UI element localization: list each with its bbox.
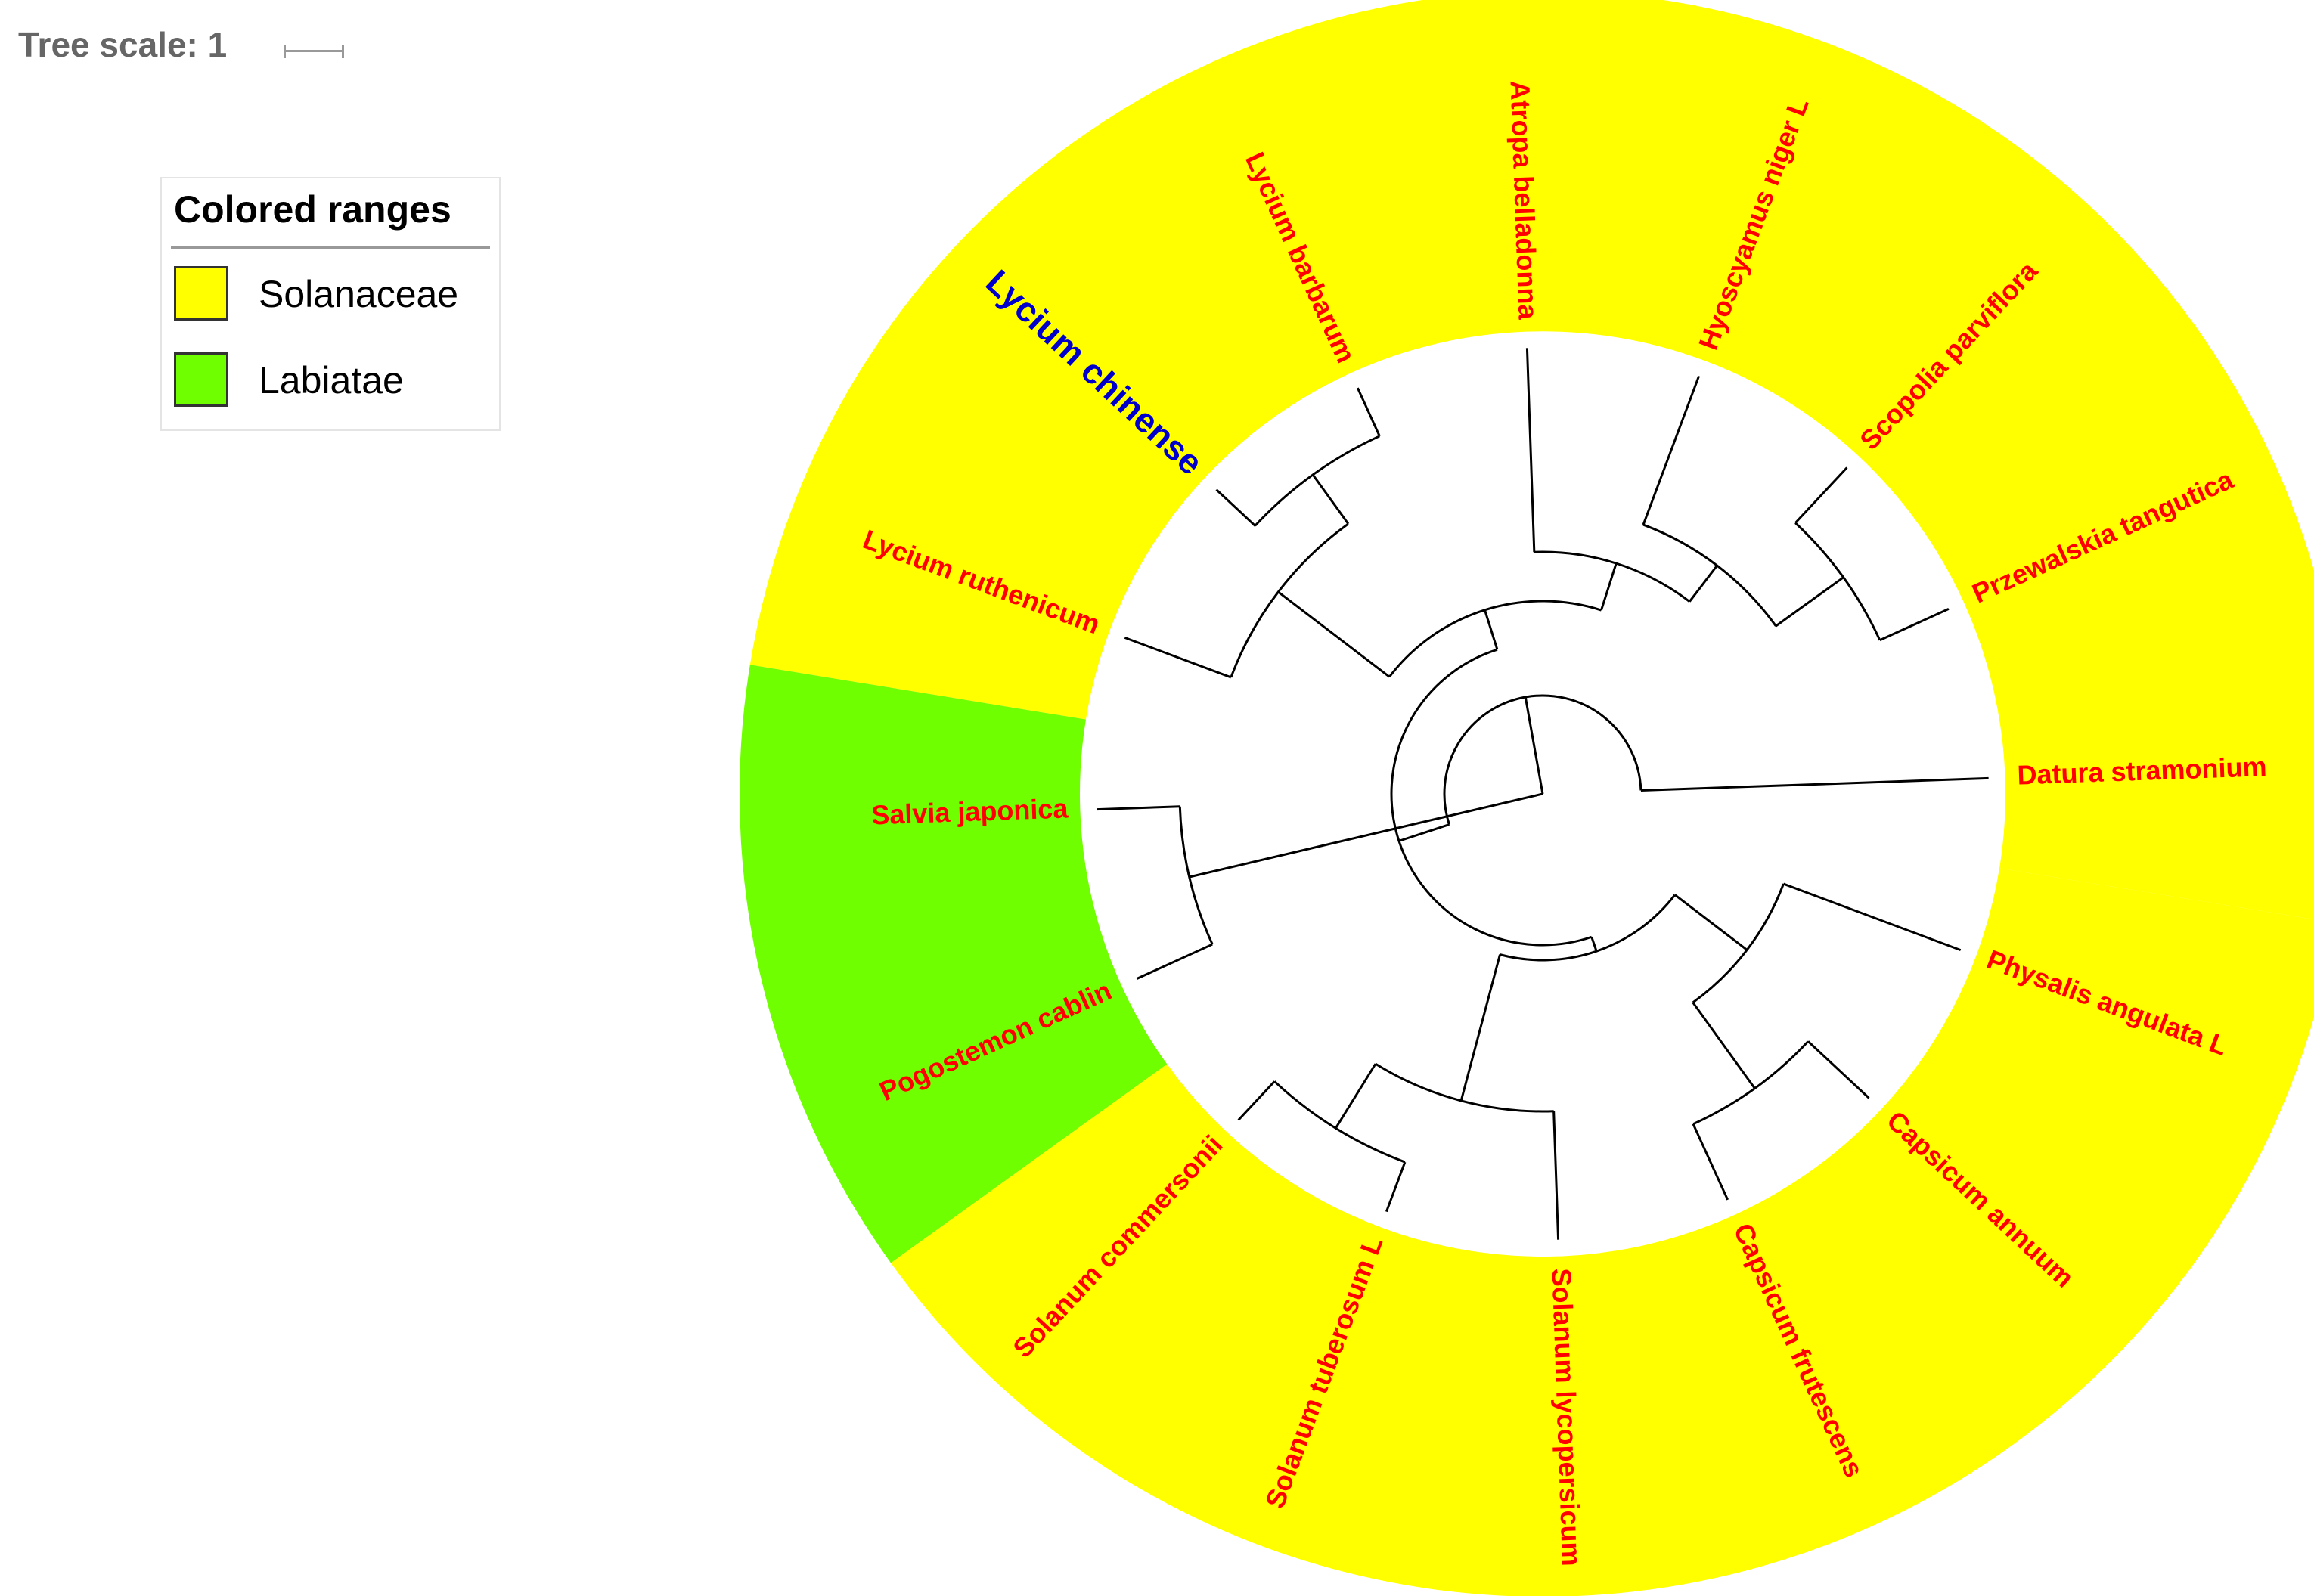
tree-branch: [1273, 1080, 1406, 1164]
tree-branch: [1356, 387, 1381, 437]
tree-branch: [1189, 792, 1543, 879]
legend-label-solanaceae: Solanaceae: [259, 273, 459, 315]
tree-branch: [1775, 576, 1844, 628]
tree-branch: [1692, 1123, 1729, 1201]
legend-swatch-labiatae: [174, 352, 228, 407]
tree-branch: [1375, 1062, 1554, 1113]
tree-branch: [1443, 694, 1642, 826]
tree-branch: [1398, 823, 1450, 842]
tree-branch: [1524, 696, 1544, 795]
tree-branch: [1178, 806, 1214, 945]
tree-branch: [1642, 375, 1701, 525]
tree-branch: [1525, 348, 1536, 553]
tree-branch: [1385, 1161, 1407, 1213]
legend-title: Colored ranges: [174, 188, 451, 231]
tree-branch: [1782, 882, 1962, 952]
tree-branch: [1692, 1002, 1756, 1089]
legend-swatch-solanaceae: [174, 266, 228, 321]
tree-branch: [1692, 883, 1785, 1004]
tree-branch: [1230, 522, 1349, 678]
tree-branch: [1879, 607, 1950, 642]
tree-branch: [1124, 636, 1232, 679]
tree-branch: [1794, 522, 1881, 641]
tree-branch: [1642, 523, 1777, 627]
tree-branch: [1484, 609, 1499, 650]
range-solanaceae: [891, 868, 2314, 1596]
tree-branches: [1097, 348, 1989, 1240]
tree-branch: [1534, 550, 1691, 603]
tree-branch: [1277, 590, 1363, 658]
tree-branch: [1794, 466, 1848, 524]
tree-branch: [1640, 776, 1989, 792]
legend: Colored ranges Solanaceae Labiatae: [160, 177, 501, 431]
legend-divider: [171, 246, 490, 249]
tree-branch: [1692, 1040, 1810, 1126]
tree-branch: [1311, 474, 1350, 525]
tree-branch: [1552, 1111, 1560, 1240]
tree-scale-label: Tree scale: 1: [18, 25, 228, 64]
tree-branch: [1673, 894, 1748, 951]
range-labiatae: [739, 665, 1168, 1263]
tree-branch: [1388, 600, 1602, 678]
tree-branch: [1335, 1063, 1377, 1129]
tree-branch: [1459, 1027, 1482, 1102]
tree-branch: [1689, 565, 1718, 603]
tree-branch: [1361, 655, 1391, 678]
tree-branch: [1479, 954, 1501, 1028]
tree-branch: [1807, 1040, 1870, 1099]
tree-branch: [1500, 894, 1677, 962]
tree-branch: [1237, 1080, 1276, 1121]
colored-ranges: [739, 0, 2314, 1596]
tree-branch: [1600, 562, 1618, 611]
tree-branch: [1097, 805, 1180, 811]
tree-branch: [1590, 936, 1598, 952]
tree-branch: [1215, 488, 1256, 527]
range-solanaceae: [749, 0, 2314, 920]
tree-branch: [1254, 435, 1380, 527]
tree-scale-bar: [284, 45, 344, 58]
tree-branch: [1136, 943, 1213, 981]
legend-label-labiatae: Labiatae: [259, 359, 404, 401]
tree-branch: [1390, 648, 1593, 947]
leaf-label: Salvia japonica: [871, 792, 1069, 830]
